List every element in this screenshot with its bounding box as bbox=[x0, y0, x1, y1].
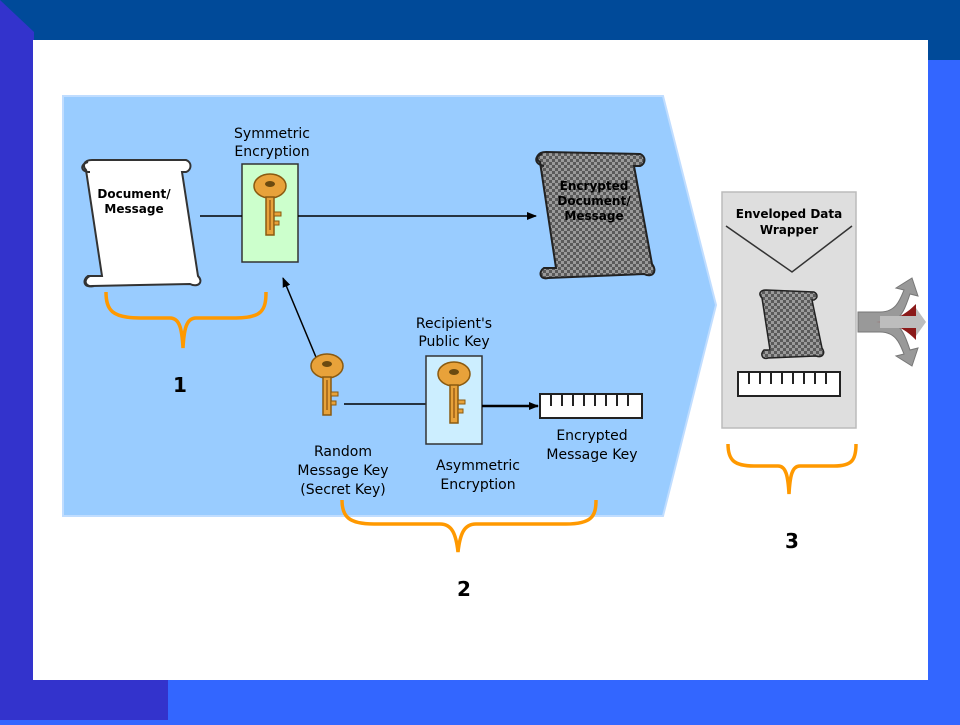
encrypted-doc-label-line3: Message bbox=[564, 209, 623, 223]
recipient-label-line1: Recipient's bbox=[416, 316, 492, 332]
encrypted-doc-label-line2: Document/ bbox=[557, 194, 631, 208]
wrapper-label-line1: Enveloped Data bbox=[736, 207, 842, 221]
random-key-label-line1: Random bbox=[314, 444, 372, 460]
asymmetric-label-line2: Encryption bbox=[440, 477, 515, 493]
document-label-line1: Document/ bbox=[97, 187, 171, 201]
random-key-label-line3: (Secret Key) bbox=[300, 482, 386, 498]
slide-left-band bbox=[0, 0, 34, 720]
step1-number: 1 bbox=[173, 373, 187, 397]
symmetric-label-line2: Encryption bbox=[234, 144, 309, 160]
encrypted-scroll-icon bbox=[535, 150, 656, 280]
document-label-line2: Message bbox=[104, 202, 163, 216]
step3-number: 3 bbox=[785, 529, 799, 553]
brace-step3 bbox=[726, 443, 858, 495]
asymmetric-label-line1: Asymmetric bbox=[436, 458, 520, 474]
brace-step2 bbox=[340, 499, 598, 553]
step2-number: 2 bbox=[457, 577, 471, 601]
encrypted-key-label-line1: Encrypted bbox=[556, 428, 627, 444]
wrapper-label-line2: Wrapper bbox=[760, 223, 818, 237]
random-key-label-line2: Message Key bbox=[297, 463, 388, 479]
slide-top-band bbox=[0, 0, 960, 42]
slide-bottom-left-block bbox=[0, 680, 168, 720]
random-key-to-symmetric-arrow bbox=[282, 277, 319, 363]
recipient-label-line2: Public Key bbox=[418, 334, 489, 350]
brace-step1 bbox=[104, 291, 268, 349]
symmetric-label-line1: Symmetric bbox=[234, 126, 310, 142]
encrypted-key-label-line2: Message Key bbox=[546, 447, 637, 463]
document-scroll-icon bbox=[81, 159, 202, 288]
encrypted-doc-label-line1: Encrypted bbox=[560, 179, 629, 193]
slide-top-right-corner bbox=[900, 0, 960, 60]
wrapper-envelope-flap bbox=[725, 225, 853, 273]
encrypted-key-strip-icon bbox=[539, 393, 643, 419]
wrapper-encrypted-scroll-icon bbox=[759, 289, 825, 360]
split-arrow-icon bbox=[857, 277, 926, 367]
wrapper-encrypted-key-strip-icon bbox=[737, 371, 841, 397]
